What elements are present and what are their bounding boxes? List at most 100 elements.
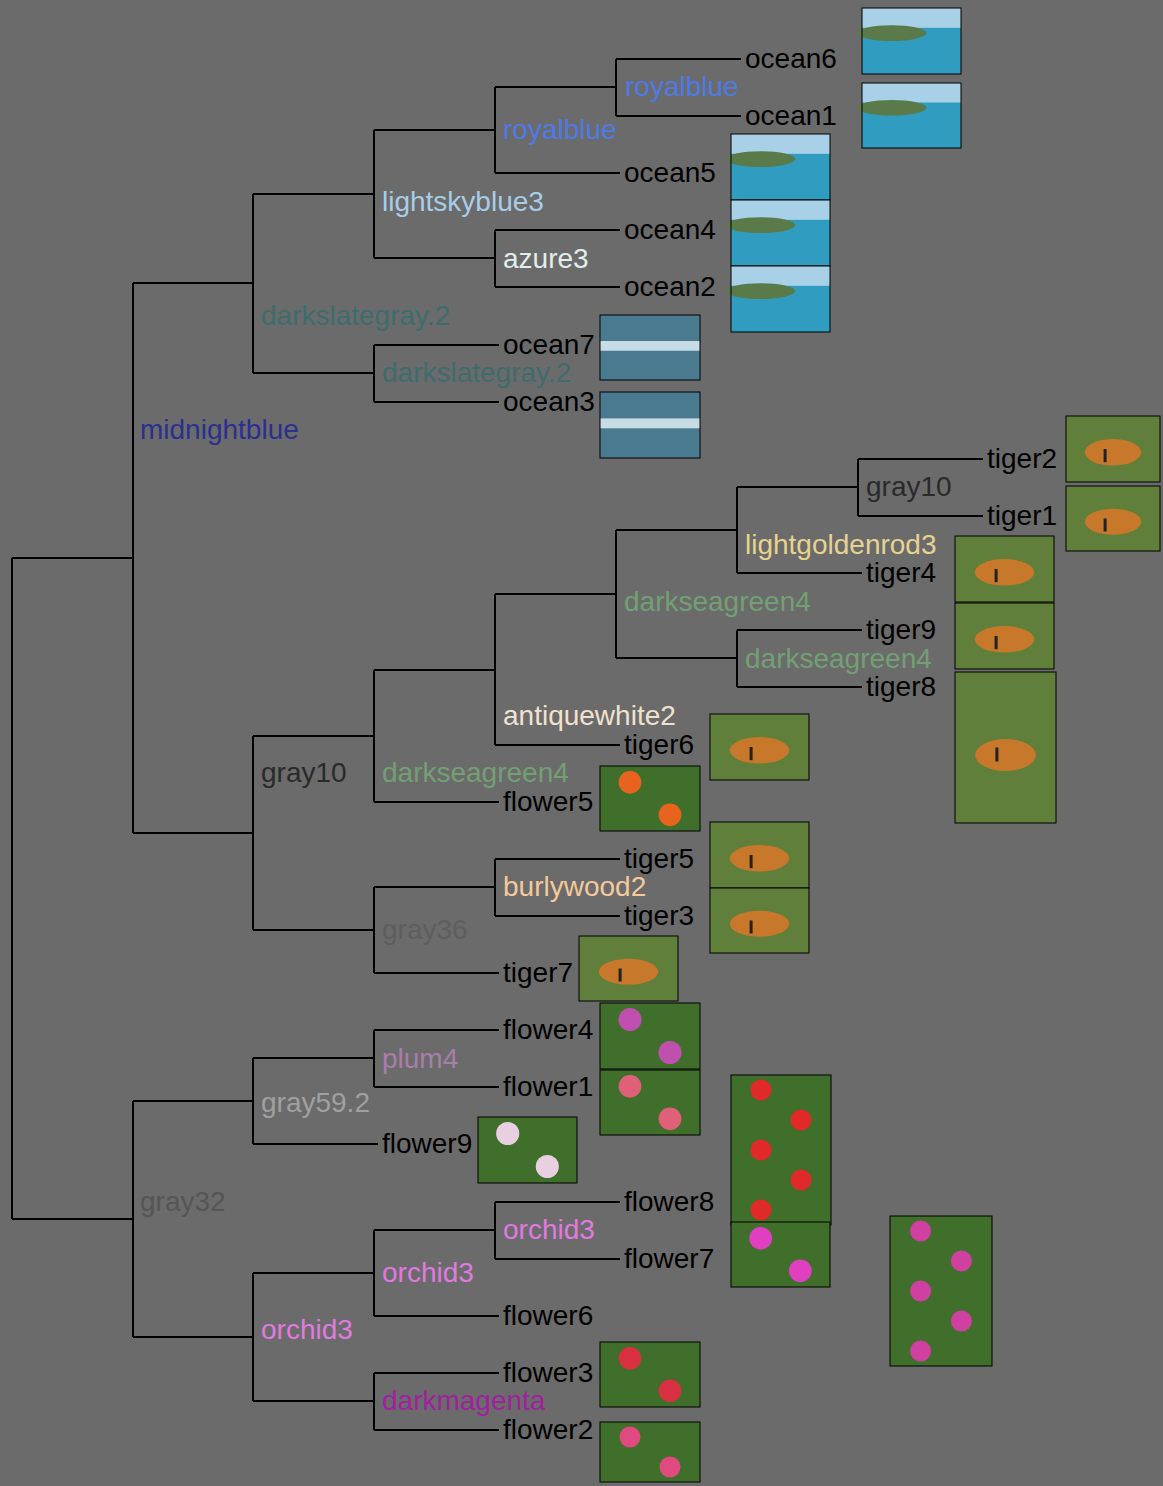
tree-label: lightgoldenrod3	[745, 530, 937, 561]
grass	[1066, 486, 1160, 551]
blossom	[659, 1379, 682, 1402]
tree-label: midnightblue	[140, 415, 299, 446]
thumbnail-frame	[600, 392, 700, 458]
blossom	[789, 1259, 812, 1282]
thumbnail-image	[600, 1003, 700, 1069]
blossom	[751, 1080, 772, 1101]
sea	[862, 83, 961, 148]
sky	[731, 200, 830, 220]
sky	[862, 83, 961, 103]
thumbnail-frame	[731, 1222, 830, 1287]
tree-label: tiger3	[624, 901, 694, 932]
thumbnail-image	[579, 936, 678, 1001]
grass	[579, 936, 678, 1001]
thumbnail-image	[600, 392, 700, 458]
blossom	[910, 1341, 931, 1362]
thumbnail-image	[600, 1342, 700, 1407]
thumbnail-frame	[955, 603, 1054, 669]
tree-label: flower3	[503, 1358, 593, 1389]
thumbnail-frame	[1066, 416, 1160, 482]
tree-label: darkseagreen4	[745, 644, 932, 675]
thumbnail-frame	[710, 822, 809, 888]
sea	[731, 266, 830, 332]
tree-label: flower6	[503, 1301, 593, 1332]
leaves	[600, 1342, 700, 1407]
thumbnail-frame	[955, 536, 1054, 602]
leaves	[731, 1075, 831, 1225]
tree-label: plum4	[382, 1044, 458, 1075]
stripe	[995, 569, 998, 582]
blossom	[618, 1008, 641, 1031]
thumbnail-image	[1066, 416, 1160, 482]
blossom	[910, 1221, 931, 1242]
tree-label: flower7	[624, 1244, 714, 1275]
blossom	[619, 1347, 642, 1370]
tree-label: gray36	[382, 915, 468, 946]
tiger	[1085, 509, 1141, 535]
thumbnail-frame	[600, 1342, 700, 1407]
leaves	[478, 1117, 577, 1183]
land	[726, 217, 795, 233]
tree-label: tiger5	[624, 844, 694, 875]
thumbnail-image	[890, 1216, 992, 1366]
thumbnail-image	[857, 83, 961, 148]
thumbnail-frame	[731, 1075, 831, 1225]
sea	[731, 200, 830, 266]
sea	[731, 134, 830, 200]
blossom	[619, 1075, 642, 1098]
tree-label: tiger2	[987, 444, 1057, 475]
tiger	[599, 959, 658, 985]
grass	[955, 672, 1056, 823]
stripe	[619, 969, 622, 982]
tiger	[1085, 439, 1141, 465]
water	[600, 315, 700, 380]
tree-branches	[12, 59, 983, 1430]
blossom	[658, 1041, 681, 1064]
tree-label: ocean6	[745, 44, 837, 75]
blossom	[951, 1311, 972, 1332]
tree-label: darkseagreen4	[382, 758, 569, 789]
thumbnail-frame	[600, 1070, 700, 1135]
tree-label: ocean7	[503, 330, 595, 361]
leaves	[600, 1422, 700, 1482]
grass	[710, 888, 809, 953]
thumbnail-image	[955, 672, 1056, 823]
leaves	[600, 1070, 700, 1135]
thumbnail-frame	[1066, 486, 1160, 551]
thumbnail-image	[1066, 486, 1160, 551]
thumbnail-image	[600, 315, 700, 380]
tree-label: burlywood2	[503, 872, 646, 903]
thumbnail-frame	[890, 1216, 992, 1366]
tree-label: ocean2	[624, 272, 716, 303]
tiger	[975, 559, 1034, 585]
thumbnail-frame	[731, 200, 830, 266]
tree-label: flower8	[624, 1187, 714, 1218]
tiger	[730, 845, 789, 871]
land	[857, 100, 926, 116]
tree-label: tiger7	[503, 958, 573, 989]
sky	[731, 134, 830, 154]
thumbnail-frame	[579, 936, 678, 1001]
tree-label: orchid3	[261, 1315, 353, 1346]
leaves	[600, 766, 700, 831]
tree-label: lightskyblue3	[382, 187, 544, 218]
land	[857, 25, 926, 41]
blossom	[951, 1251, 972, 1272]
thumbnail-image	[600, 766, 700, 831]
tiger	[975, 739, 1036, 771]
blossom	[791, 1170, 812, 1191]
thumbnail-frame	[478, 1117, 577, 1183]
tree-label: tiger9	[866, 615, 936, 646]
grass	[955, 603, 1054, 669]
blossom	[496, 1122, 519, 1145]
tree-label: gray10	[261, 758, 347, 789]
tree-label: flower4	[503, 1015, 593, 1046]
blossom	[536, 1155, 559, 1178]
thumbnail-image	[600, 1422, 700, 1482]
tree-label: gray59.2	[261, 1088, 370, 1119]
thumbnail-frame	[955, 672, 1056, 823]
thumbnail-image	[955, 536, 1054, 602]
leaves	[600, 1003, 700, 1069]
thumbnail-image	[726, 200, 830, 266]
thumbnail-frame	[731, 134, 830, 200]
